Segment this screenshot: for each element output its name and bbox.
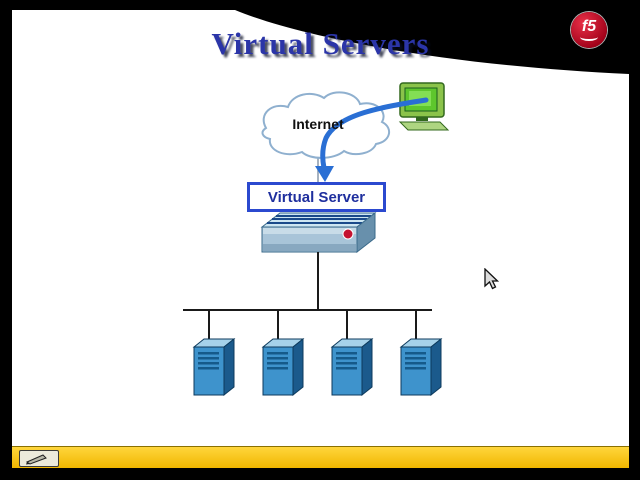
presentation-slide: Virtual Servers f5 [12, 10, 629, 468]
server-tower-icon [262, 338, 304, 396]
f5-logo-swoosh-icon [580, 33, 598, 41]
corner-swoosh-shape [235, 10, 629, 74]
internet-label: Internet [292, 116, 344, 132]
network-diagram [183, 82, 450, 396]
f5-device-badge [342, 228, 354, 240]
pen-tool-button[interactable] [19, 450, 59, 467]
cursor-arrow-icon [484, 268, 500, 290]
cloud-icon [261, 91, 391, 159]
bus-lines [183, 252, 432, 340]
server-tower-icon [193, 338, 235, 396]
load-balancer-icon [260, 211, 377, 254]
server-tower-icon [331, 338, 373, 396]
flow-arrow-icon [315, 97, 429, 182]
f5-logo-text: f5 [581, 17, 597, 35]
server-tower-icon [400, 338, 442, 396]
f5-logo: f5 [571, 12, 607, 48]
virtual-server-box: Virtual Server [247, 182, 386, 212]
computer-icon [398, 82, 450, 131]
virtual-server-label: Virtual Server [267, 188, 366, 206]
pen-tool-icon [25, 453, 47, 465]
page-title: Virtual Servers [211, 26, 430, 61]
slideshow-toolbar [12, 446, 629, 468]
